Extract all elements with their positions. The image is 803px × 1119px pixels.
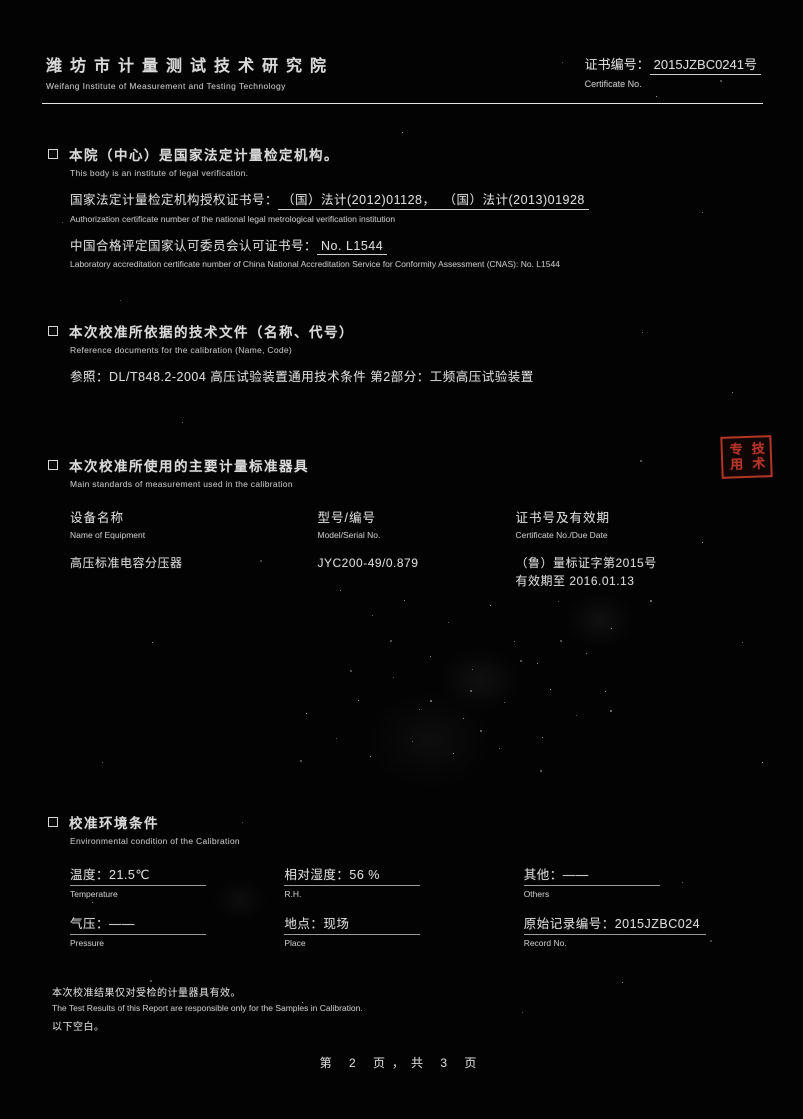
- red-seal-text-col2: 专用: [727, 442, 744, 473]
- section-bullet-icon: [48, 149, 58, 159]
- pressure-label-zh: 气压：: [70, 917, 110, 931]
- certificate-number-label-zh: 证书编号：: [584, 57, 650, 72]
- certificate-number-block: 证书编号：2015JZBC0241号 Certificate No.: [585, 54, 761, 89]
- red-seal: 技术 专用: [720, 435, 773, 479]
- equipment-model-cell: JYC200-49/0.879: [317, 556, 419, 570]
- reference-title-zh: 本次校准所依据的技术文件（名称、代号）: [69, 325, 354, 340]
- section-bullet-icon: [48, 817, 58, 827]
- legal-statement-zh: 本院（中心）是国家法定计量检定机构。: [69, 148, 339, 163]
- environment-title-zh: 校准环境条件: [69, 816, 159, 831]
- reference-title-en: Reference documents for the calibration …: [70, 345, 293, 355]
- humidity-label-zh: 相对湿度：: [284, 868, 350, 882]
- equipment-cert-line1: （鲁）量标证字第2015号: [515, 556, 657, 570]
- authorization-label-en: Authorization certificate number of the …: [70, 214, 396, 224]
- temperature-cell: 温度：21.5℃ Temperature: [70, 864, 284, 899]
- notes-block: 本次校准结果仅对受检的计量器具有效。 The Test Results of t…: [0, 984, 803, 1033]
- certificate-number-value: 2015JZBC0241号: [649, 54, 761, 75]
- section-environment: 校准环境条件 Environmental condition of the Ca…: [0, 812, 803, 948]
- environment-title-en: Environmental condition of the Calibrati…: [70, 836, 240, 846]
- temperature-value: 21.5℃: [109, 868, 150, 882]
- equipment-cert-line2: 有效期至 2016.01.13: [515, 574, 635, 588]
- record-number-label-en: Record No.: [523, 938, 567, 948]
- note-line2-zh: 以下空白。: [52, 1022, 105, 1033]
- col-header-model-en: Model/Serial No.: [317, 530, 381, 540]
- pressure-cell: 气压：—— Pressure: [70, 913, 284, 948]
- humidity-label-en: R.H.: [284, 889, 302, 899]
- header-divider: [42, 103, 763, 104]
- authorization-line: 国家法定计量检定机构授权证书号：（国）法计(2012)01128，（国）法计(2…: [48, 189, 763, 210]
- standards-title-en: Main standards of measurement used in th…: [70, 479, 293, 489]
- others-label-zh: 其他：: [523, 868, 563, 882]
- authorization-number-1: （国）法计(2012)01128，: [278, 189, 440, 210]
- section-reference-documents: 本次校准所依据的技术文件（名称、代号） Reference documents …: [0, 321, 803, 385]
- record-number-value: 2015JZBC024: [614, 917, 701, 931]
- standards-col-name: 设备名称 Name of Equipment 高压标准电容分压器: [70, 507, 318, 590]
- section-legal-verification: 本院（中心）是国家法定计量检定机构。 This body is an insti…: [0, 144, 803, 269]
- cnas-number: No. L1544: [317, 239, 388, 255]
- humidity-cell: 相对湿度：56 % R.H.: [284, 864, 523, 899]
- col-header-name-zh: 设备名称: [70, 511, 125, 525]
- red-seal-text-col1: 技术: [749, 441, 766, 472]
- section-bullet-icon: [48, 326, 58, 336]
- org-name-en: Weifang Institute of Measurement and Tes…: [46, 81, 286, 91]
- others-cell: 其他：—— Others: [523, 864, 763, 899]
- authorization-number-2: （国）法计(2013)01928: [439, 189, 589, 210]
- place-label-zh: 地点：: [284, 917, 324, 931]
- standards-title-zh: 本次校准所使用的主要计量标准器具: [69, 459, 309, 474]
- equipment-cert-cell: （鲁）量标证字第2015号 有效期至 2016.01.13: [516, 554, 764, 590]
- place-cell: 地点：现场 Place: [284, 913, 523, 948]
- page-number: 第 2 页，共 3 页: [319, 1056, 484, 1070]
- cnas-line: 中国合格评定国家认可委员会认可证书号：No. L1544: [48, 235, 763, 255]
- record-number-cell: 原始记录编号：2015JZBC024 Record No.: [523, 913, 763, 948]
- pressure-label-en: Pressure: [70, 938, 105, 948]
- place-value: 现场: [323, 917, 350, 931]
- cnas-label-en: Laboratory accreditation certificate num…: [70, 259, 560, 269]
- authorization-label-zh: 国家法定计量检定机构授权证书号：: [70, 193, 279, 207]
- environment-row-1: 温度：21.5℃ Temperature 相对湿度：56 % R.H. 其他：—…: [70, 864, 763, 899]
- reference-document-line: 参照：DL/T848.2-2004 高压试验装置通用技术条件 第2部分：工频高压…: [70, 370, 534, 384]
- record-number-label-zh: 原始记录编号：: [523, 917, 615, 931]
- col-header-name-en: Name of Equipment: [70, 530, 146, 540]
- col-header-cert-zh: 证书号及有效期: [515, 511, 611, 525]
- org-name-zh: 潍坊市计量测试技术研究院: [46, 58, 335, 75]
- section-main-standards: 本次校准所使用的主要计量标准器具 Main standards of measu…: [0, 455, 803, 590]
- col-header-model-zh: 型号/编号: [317, 511, 376, 525]
- place-label-en: Place: [284, 938, 306, 948]
- temperature-label-en: Temperature: [70, 889, 118, 899]
- temperature-label-zh: 温度：: [70, 868, 110, 882]
- certificate-number-label-en: Certificate No.: [584, 79, 642, 89]
- standards-table: 设备名称 Name of Equipment 高压标准电容分压器 型号/编号 M…: [70, 507, 763, 590]
- legal-statement-en: This body is an institute of legal verif…: [70, 168, 249, 178]
- humidity-value: 56 %: [349, 868, 380, 882]
- col-header-cert-en: Certificate No./Due Date: [515, 530, 608, 540]
- others-value: ——: [562, 868, 589, 882]
- note-line1-zh: 本次校准结果仅对受检的计量器具有效。: [52, 988, 241, 999]
- others-label-en: Others: [523, 889, 550, 899]
- section-bullet-icon: [48, 460, 58, 470]
- standards-col-model: 型号/编号 Model/Serial No. JYC200-49/0.879: [318, 507, 516, 590]
- note-line1-en: The Test Results of this Report are resp…: [52, 1003, 363, 1013]
- pressure-value: ——: [109, 917, 136, 931]
- standards-col-certificate: 证书号及有效期 Certificate No./Due Date （鲁）量标证字…: [516, 507, 764, 590]
- equipment-name-cell: 高压标准电容分压器: [70, 556, 183, 570]
- page-header: 潍坊市计量测试技术研究院 Weifang Institute of Measur…: [0, 0, 803, 91]
- cnas-label-zh: 中国合格评定国家认可委员会认可证书号：: [70, 239, 318, 253]
- environment-row-2: 气压：—— Pressure 地点：现场 Place 原始记录编号：2015JZ…: [70, 913, 763, 948]
- organization-block: 潍坊市计量测试技术研究院 Weifang Institute of Measur…: [46, 52, 334, 91]
